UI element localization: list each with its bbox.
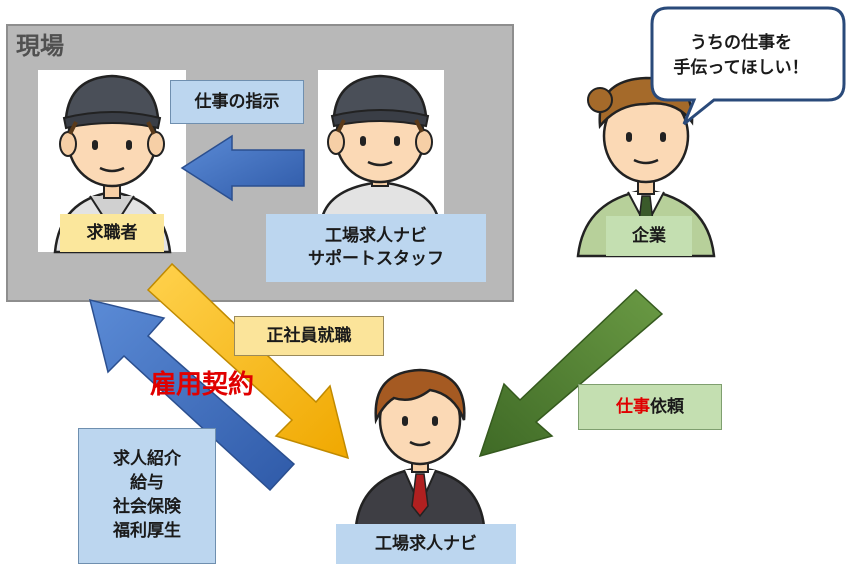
- company-label: 企業: [606, 216, 692, 256]
- work-request-label: 仕事依頼: [578, 384, 722, 430]
- work-instruction-label: 仕事の指示: [170, 80, 304, 124]
- services-label: 求人紹介 給与 社会保険 福利厚生: [78, 428, 216, 564]
- services-arrow: [88, 298, 296, 492]
- navi-figure: [354, 368, 486, 528]
- work-request-emphasis: 仕事: [616, 396, 650, 417]
- work-request-rest: 依頼: [650, 396, 684, 417]
- site-title: 現場: [16, 32, 64, 60]
- full-employment-label: 正社員就職: [234, 316, 384, 356]
- job-seeker-label: 求職者: [60, 214, 164, 252]
- support-staff-figure: [320, 74, 440, 220]
- speech-bubble-text: うちの仕事を 手伝ってほしい！: [673, 32, 809, 79]
- work-instruction-arrow: [180, 134, 305, 202]
- work-request-arrow: [478, 288, 664, 458]
- speech-bubble: [650, 6, 846, 126]
- navi-label: 工場求人ナビ: [336, 524, 516, 564]
- employment-contract-text: 雇用契約: [150, 370, 255, 400]
- employment-arrow: [146, 262, 350, 460]
- support-staff-label: 工場求人ナビ サポートスタッフ: [266, 214, 486, 282]
